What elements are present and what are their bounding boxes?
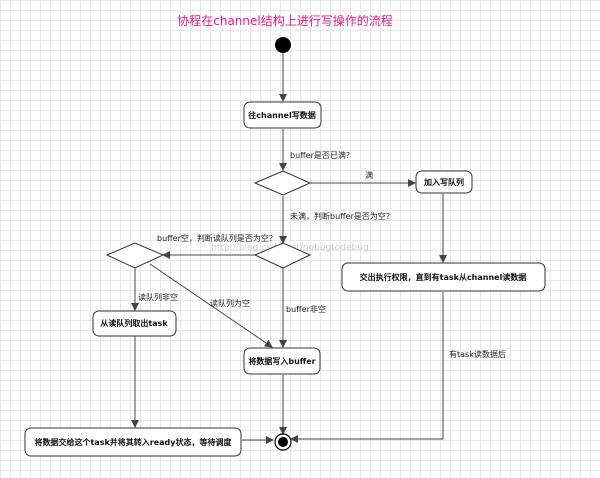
node-handoff-ready <box>24 427 242 457</box>
edge-handover-to-end <box>290 292 444 443</box>
node-write-data-label: 往channel写数据 <box>248 110 315 120</box>
decision-buffer-full <box>253 170 312 196</box>
node-take-task-label: 从读队列取出task <box>100 318 168 328</box>
edge-queue-empty-to-buffer <box>149 263 273 348</box>
end-node-core <box>278 437 288 447</box>
start-node <box>275 37 291 53</box>
label-buffer-full-question: buffer是否已满? <box>290 150 350 160</box>
label-buffer-not-empty: buffer非空 <box>286 304 326 314</box>
label-not-full-question: 未满，判断buffer是否为空? <box>290 211 390 221</box>
label-queue-not-empty: 读队列非空 <box>138 292 178 302</box>
label-full: 满 <box>365 170 373 180</box>
diagram-title: 协程在channel结构上进行写操作的流程 <box>177 13 393 28</box>
node-join-write-queue-label: 加入写队列 <box>423 177 464 187</box>
decision-read-queue-empty <box>105 242 165 269</box>
node-hand-over <box>341 262 546 292</box>
node-handoff-ready-label: 将数据交给这个task并将其转入ready状态，等待调度 <box>34 437 232 447</box>
node-hand-over-label: 交出执行权限，直到有task从channel读数据 <box>360 272 527 282</box>
node-write-data <box>243 101 322 129</box>
decision-buffer-empty <box>253 242 312 269</box>
node-join-write-queue <box>415 170 473 194</box>
node-take-task <box>92 310 177 337</box>
label-empty-question: buffer空，判断读队列是否为空? <box>157 233 273 243</box>
node-write-buffer-label: 将数据写入buffer <box>248 356 315 366</box>
label-queue-empty: 读队列为空 <box>210 298 250 308</box>
node-write-buffer <box>243 347 321 375</box>
label-after-read: 有task读数据后 <box>449 349 506 359</box>
